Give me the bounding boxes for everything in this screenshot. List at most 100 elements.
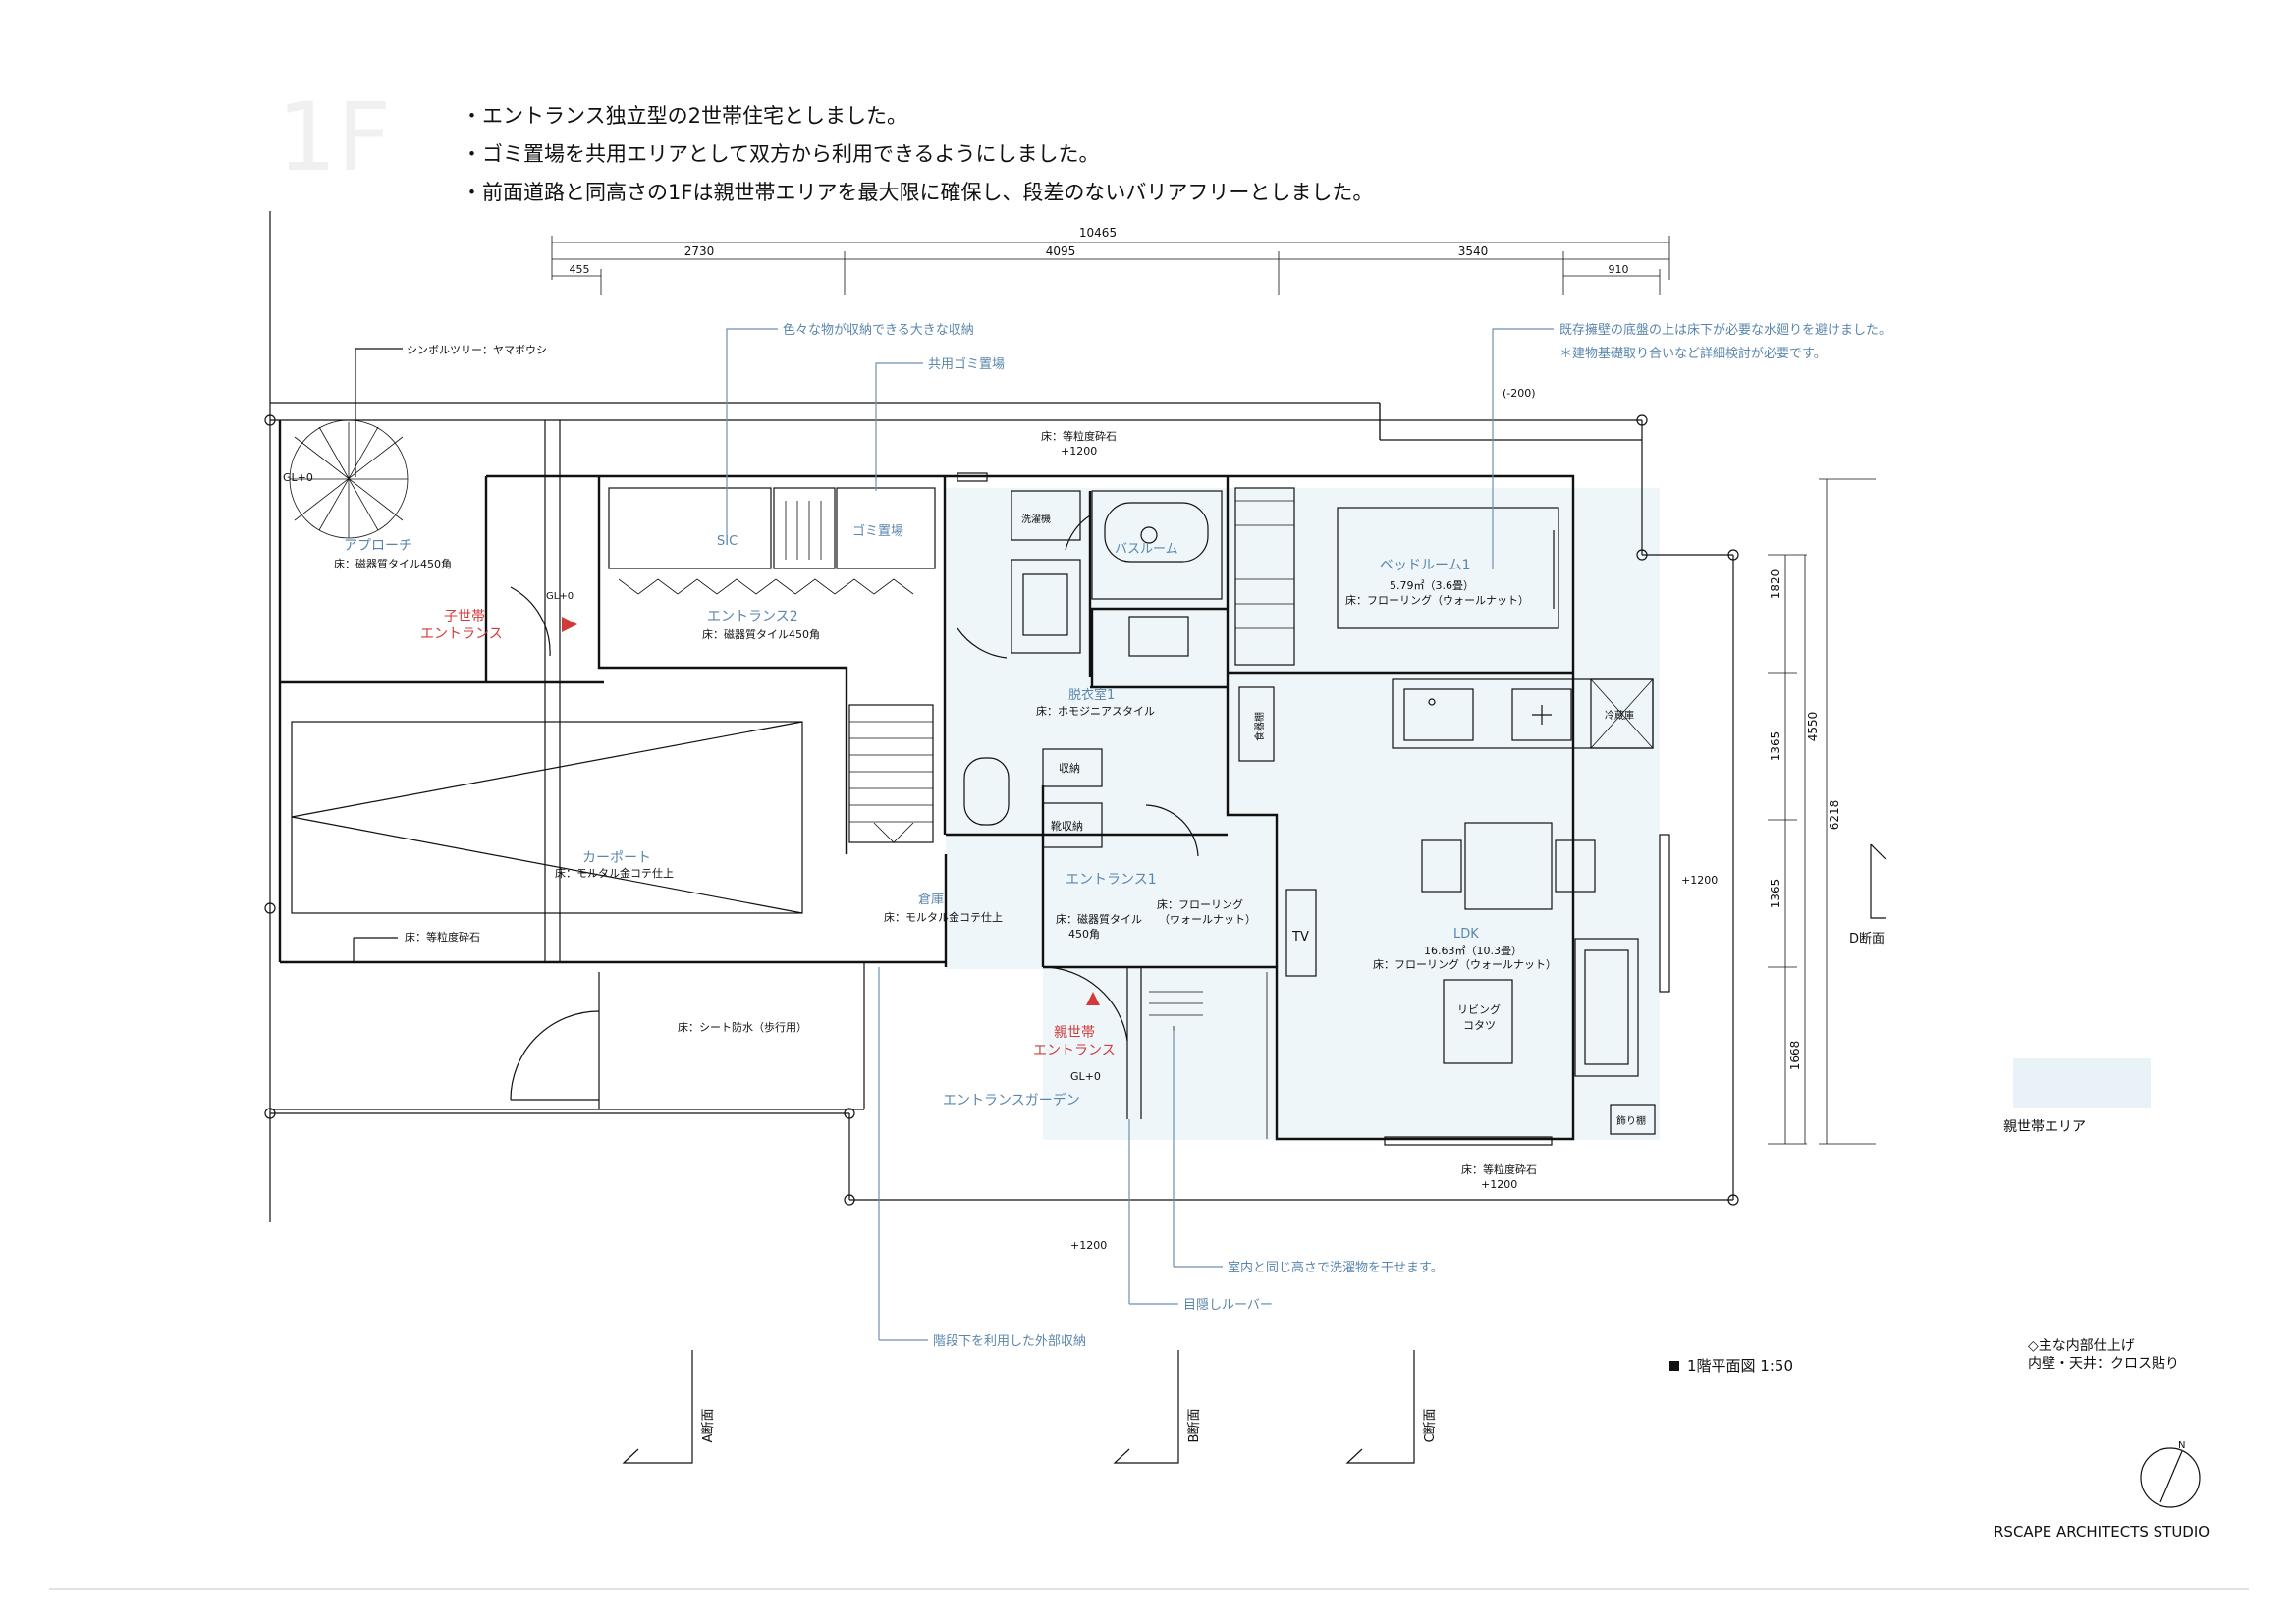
parent-entrance-label-1: 親世帯 xyxy=(1054,1025,1095,1041)
symbol-tree-label: シンボルツリー：ヤマボウシ xyxy=(407,344,547,356)
kotatsu-label-2: コタツ xyxy=(1463,1019,1496,1032)
bedroom-1 xyxy=(1337,507,1559,629)
north-window xyxy=(957,472,988,482)
entrance-garden xyxy=(1042,966,1268,1139)
plus1200-bottom: +1200 xyxy=(1070,1239,1107,1252)
finish-detail: 内壁・天井：クロス貼り xyxy=(2028,1356,2179,1372)
dim-top-1: 2730 xyxy=(684,244,715,258)
gl-approach: GL+0 xyxy=(283,471,313,484)
approach-label: アプローチ xyxy=(344,538,412,554)
child-entrance-label-1: 子世帯 xyxy=(444,609,485,624)
child-entrance-label-2: エントランス xyxy=(420,626,503,642)
north-label: N xyxy=(2178,1440,2185,1451)
gravel-bottom: 床：等粒度砕石 xyxy=(1461,1163,1537,1176)
laundry-label: 洗濯機 xyxy=(1021,513,1051,525)
dim-seg-3: 1365 xyxy=(1769,879,1782,909)
bedroom-floor: 床：フローリング（ウォールナット） xyxy=(1345,593,1529,607)
tv-unit xyxy=(1285,889,1317,977)
dining-table xyxy=(1421,822,1596,910)
dim-seg-2: 1365 xyxy=(1769,731,1782,762)
design-note-3: ・前面道路と同高さの1Fは親世帯エリアを最大限に確保し、段差のないバリアフリーと… xyxy=(462,181,1374,204)
storage-outdoor-floor: 床：モルタル金コテ仕上 xyxy=(884,910,1003,924)
dim-seg-1: 1820 xyxy=(1769,569,1782,600)
symbol-tree-icon xyxy=(289,419,409,539)
dim-top-3: 3540 xyxy=(1458,244,1489,258)
pantry-box xyxy=(1238,686,1275,762)
approach-floor: 床：磁器質タイル450角 xyxy=(334,557,452,570)
south-window xyxy=(1384,1136,1553,1146)
parent-entrance-marker xyxy=(1086,992,1100,1005)
dim-right-outer: 6218 xyxy=(1828,800,1841,831)
existing-retaining-note: 既存擁壁の底盤の上は床下が必要な水廻りを避けました。 xyxy=(1559,322,1891,338)
finish-title: ◇主な内部仕上げ xyxy=(2028,1338,2135,1354)
bath-label: バスルーム xyxy=(1115,542,1178,557)
under-stair-note: 階段下を利用した外部収納 xyxy=(933,1334,1086,1349)
dressing-label: 脱衣室1 xyxy=(1068,687,1115,703)
design-note-1: ・エントランス独立型の2世帯住宅としました。 xyxy=(462,104,907,128)
parent-area-fill xyxy=(946,488,1660,1140)
child-entrance-door xyxy=(510,586,551,657)
storage-1-box xyxy=(1042,748,1103,787)
carport-floor: 床：モルタル金コテ仕上 xyxy=(555,866,674,880)
sheet-waterproof: 床：シート防水（歩行用） xyxy=(678,1020,807,1034)
wet-area xyxy=(957,490,1223,659)
dim-top-2: 4095 xyxy=(1046,244,1076,258)
dim-small-left: 455 xyxy=(570,263,590,276)
closet-column xyxy=(1234,487,1295,666)
entrance2-label: エントランス2 xyxy=(707,609,798,624)
ldk-area: 16.63㎡（10.3畳） xyxy=(1424,945,1522,957)
leader-lines xyxy=(726,328,1554,1340)
tile-floor-2: 450角 xyxy=(1068,928,1100,941)
floor-label: 1F xyxy=(277,82,392,192)
plan-title-marker xyxy=(1669,1361,1679,1371)
design-note-2: ・ゴミ置場を共用エリアとして双方から利用できるようにしました。 xyxy=(462,142,1100,166)
dimension-lines xyxy=(551,236,1876,1145)
plan-title: 1階平面図 1:50 xyxy=(1687,1357,1793,1375)
retaining-detail-note: ＊建物基礎取り合いなど詳細検討が必要です。 xyxy=(1559,346,1827,361)
shoe-storage-label: 靴収納 xyxy=(1051,819,1083,833)
building-walls xyxy=(484,474,1575,1141)
gl-parent: GL+0 xyxy=(1070,1070,1101,1083)
louver-note: 目隠しルーバー xyxy=(1183,1298,1273,1313)
shared-garbage-note: 共用ゴミ置場 xyxy=(928,356,1005,372)
fridge-label: 冷蔵庫 xyxy=(1605,709,1634,722)
dressing-floor: 床：ホモジニアスタイル xyxy=(1036,704,1155,718)
gl-child: GL+0 xyxy=(546,591,574,602)
section-b-label: B断面 xyxy=(1187,1409,1202,1443)
entrance1-floor-1: 床：フローリング xyxy=(1157,897,1243,911)
section-d-label: D断面 xyxy=(1849,932,1885,947)
kotatsu-box xyxy=(1443,979,1513,1064)
toilet xyxy=(963,757,1010,826)
storage-outdoor-label: 倉庫 xyxy=(918,893,944,907)
parent-area-swatch xyxy=(2013,1058,2151,1108)
section-markers xyxy=(622,843,1886,1464)
plus1200-bottom-right: +1200 xyxy=(1481,1178,1517,1191)
storage-1-label: 収納 xyxy=(1059,762,1080,775)
kotatsu-label-1: リビング xyxy=(1457,1002,1501,1016)
gravel-left: 床：等粒度砕石 xyxy=(405,930,480,944)
plus1200-right: +1200 xyxy=(1681,874,1718,887)
gravel-top: 床：等粒度砕石 xyxy=(1041,429,1117,443)
east-window xyxy=(1659,834,1670,993)
ldk-label: LDK xyxy=(1453,927,1479,942)
bedroom-area: 5.79㎡（3.6畳） xyxy=(1390,579,1474,592)
level-minus200: (-200) xyxy=(1503,387,1536,400)
section-c-label: C断面 xyxy=(1423,1408,1438,1442)
dim-total: 10465 xyxy=(1079,226,1117,240)
ldk-floor: 床：フローリング（ウォールナット） xyxy=(1373,957,1557,971)
child-entrance-marker xyxy=(562,617,577,632)
garbage-label: ゴミ置場 xyxy=(852,523,903,539)
dim-seg-4: 1668 xyxy=(1788,1041,1802,1071)
laundry-outdoor-note: 室内と同じ高さで洗濯物を干せます。 xyxy=(1228,1260,1444,1275)
kitchen-counter xyxy=(1392,678,1654,749)
sic-label: SIC xyxy=(717,534,738,549)
sofa xyxy=(1574,938,1639,1077)
parent-entrance-label-2: エントランス xyxy=(1033,1043,1116,1058)
shoe-storage-box xyxy=(1042,802,1103,848)
tile-floor-1: 床：磁器質タイル xyxy=(1056,912,1142,926)
carport-label: カーポート xyxy=(582,850,651,866)
entrance1-label: エントランス1 xyxy=(1066,872,1157,888)
section-a-label: A断面 xyxy=(701,1409,716,1443)
plus1200-top: +1200 xyxy=(1061,445,1097,458)
entrance2-floor: 床：磁器質タイル450角 xyxy=(702,627,820,641)
